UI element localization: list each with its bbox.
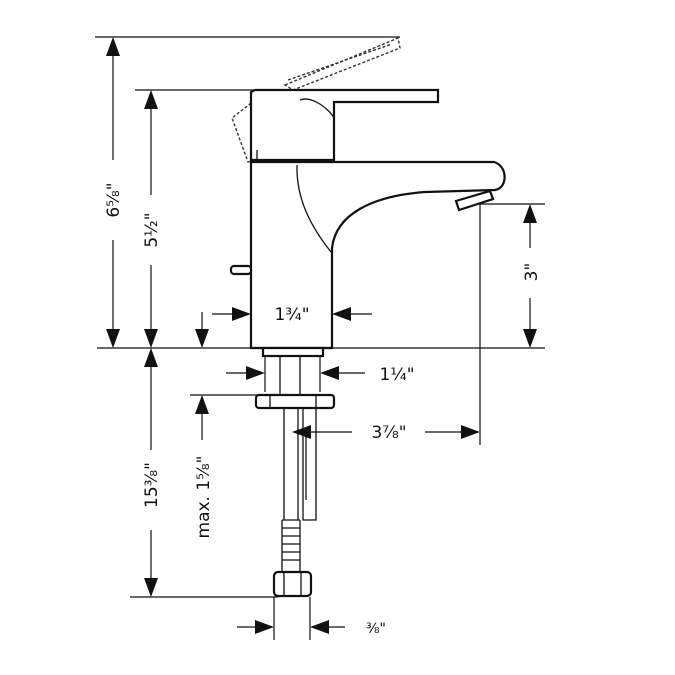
- dim-supply-connection-label: ⅜": [366, 621, 386, 637]
- dim-spout-height-label: 5½": [142, 212, 162, 247]
- dim-body-diameter: 1¾": [212, 305, 372, 325]
- dim-spout-height: 5½": [142, 90, 162, 348]
- dim-max-deck-thickness-label: max. 1⅝": [194, 456, 214, 539]
- dim-spout-reach: 3⅞": [292, 423, 480, 443]
- dim-overall-height-label: 6⅝": [104, 182, 124, 217]
- dim-max-deck-thickness: max. 1⅝": [194, 312, 214, 538]
- dim-below-deck-length: 15⅜": [142, 348, 162, 597]
- dim-below-deck-length-label: 15⅜": [142, 462, 162, 508]
- dim-body-diameter-label: 1¾": [274, 305, 309, 325]
- dim-overall-height: 6⅝": [104, 37, 124, 348]
- dim-spout-reach-label: 3⅞": [371, 423, 406, 443]
- dim-supply-connection: ⅜": [237, 620, 386, 637]
- dim-shank-diameter: 1¼": [226, 365, 415, 385]
- dim-shank-diameter-label: 1¼": [379, 365, 414, 385]
- dim-spout-clearance-label: 3": [522, 263, 542, 282]
- dim-spout-clearance: 3": [522, 204, 542, 348]
- faucet-outline: [229, 37, 506, 598]
